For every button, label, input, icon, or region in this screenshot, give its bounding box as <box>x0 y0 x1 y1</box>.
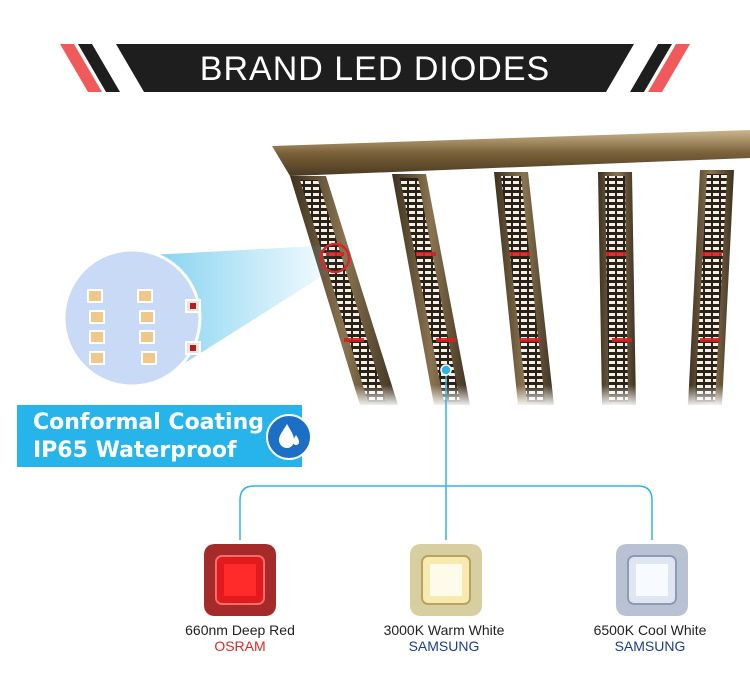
diode-brand: OSRAM <box>214 638 266 654</box>
water-drop-icon <box>266 414 312 460</box>
led-bar-5 <box>688 170 734 405</box>
magnified-diode-view <box>62 248 202 388</box>
diode-name: 660nm Deep Red <box>185 622 295 638</box>
led-bar-4 <box>598 172 636 405</box>
cool-white-diode-icon <box>616 544 688 616</box>
led-bar-2 <box>392 174 470 405</box>
diode-name: 3000K Warm White <box>383 622 505 638</box>
diode-name: 6500K Cool White <box>593 622 707 638</box>
page-title: BRAND LED DIODES <box>199 50 551 88</box>
warm-white-diode-icon <box>410 544 482 616</box>
led-bar-1 <box>290 176 398 405</box>
cool-white-diode-label: 6500K Cool White SAMSUNG <box>550 622 750 654</box>
diode-brand: SAMSUNG <box>408 638 480 654</box>
diode-brand: SAMSUNG <box>614 638 686 654</box>
badge-line-1: Conformal Coating <box>33 410 264 435</box>
led-bar-3 <box>494 172 554 405</box>
deep-red-diode-label: 660nm Deep Red OSRAM <box>140 622 340 654</box>
deep-red-diode-icon <box>204 544 276 616</box>
warm-white-diode-label: 3000K Warm White SAMSUNG <box>344 622 544 654</box>
conformal-coating-badge: Conformal Coating IP65 Waterproof <box>17 405 312 467</box>
badge-line-2: IP65 Waterproof <box>33 438 237 463</box>
title-banner <box>60 44 690 92</box>
